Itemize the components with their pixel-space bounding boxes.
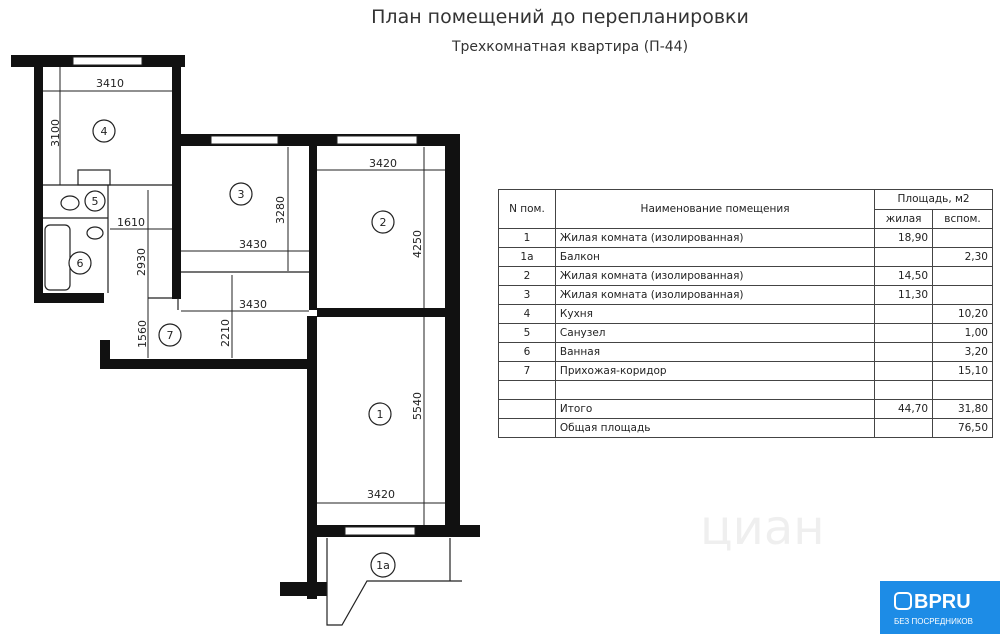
cell-living: 11,30 — [874, 285, 934, 305]
cell-aux: 10,20 — [932, 304, 993, 324]
cell-num: 2 — [498, 266, 556, 286]
cell-name: Жилая комната (изолированная) — [554, 228, 876, 248]
cell-name: Прихожая-коридор — [554, 361, 876, 381]
cell-num: 1 — [498, 228, 556, 248]
cell-num: 3 — [498, 285, 556, 305]
cell-living: 44,70 — [874, 399, 934, 419]
room-label-2: 2 — [380, 216, 387, 229]
bpru-logo[interactable]: BPRU БЕЗ ПОСРЕДНИКОВ — [880, 581, 1000, 634]
cell-living — [874, 342, 934, 362]
table-row — [498, 380, 993, 400]
cell-num: 6 — [498, 342, 556, 362]
partitions — [43, 169, 309, 310]
windows — [72, 56, 418, 536]
cell-aux — [932, 285, 993, 305]
room-label-4: 4 — [101, 125, 108, 138]
room-label-5: 5 — [92, 195, 99, 208]
room-label-7: 7 — [167, 329, 174, 342]
dim-wc-width: 1610 — [117, 216, 145, 229]
cell-name: Кухня — [554, 304, 876, 324]
cell-aux: 3,20 — [932, 342, 993, 362]
dim-hall-depth: 2210 — [219, 319, 232, 347]
dim-hall-small: 1560 — [136, 320, 149, 348]
cell-name: Ванная — [554, 342, 876, 362]
cell-num: 5 — [498, 323, 556, 343]
cell-living — [874, 418, 934, 438]
cell-aux: 1,00 — [932, 323, 993, 343]
logo-tagline: БЕЗ ПОСРЕДНИКОВ — [894, 617, 973, 626]
cell-living — [874, 323, 934, 343]
dim-kitchen-width: 3410 — [96, 77, 124, 90]
cell-num: 7 — [498, 361, 556, 381]
header-name: Наименование помещения — [554, 189, 876, 229]
cell-aux — [932, 266, 993, 286]
dim-room2-width: 3420 — [369, 157, 397, 170]
plan-subtitle: Трехкомнатная квартира (П-44) — [451, 39, 688, 55]
cell-living: 14,50 — [874, 266, 934, 286]
dim-room2-depth: 4250 — [411, 230, 424, 258]
room-label-1: 1 — [377, 408, 384, 421]
cell-num — [498, 418, 556, 438]
dim-room1-depth: 5540 — [411, 392, 424, 420]
dimension-lines — [43, 67, 445, 525]
cell-num: 1а — [498, 247, 556, 267]
header-aux: вспом. — [932, 208, 993, 229]
plan-title: План помещений до перепланировки — [371, 6, 749, 28]
dim-corridor-length: 2930 — [135, 248, 148, 276]
cell-aux: 15,10 — [932, 361, 993, 381]
dim-room3-width: 3430 — [239, 238, 267, 251]
header-num: N пом. — [498, 189, 556, 229]
header-living: жилая — [874, 208, 934, 229]
cell-aux — [932, 228, 993, 248]
dim-kitchen-depth: 3100 — [49, 119, 62, 147]
room-area-table: N пом. Наименование помещения Площадь, м… — [498, 189, 993, 438]
keyhole-icon — [894, 592, 912, 610]
cell-name: Санузел — [554, 323, 876, 343]
cell-living — [874, 380, 934, 400]
table-row: Общая площадь 76,50 — [498, 418, 993, 438]
cell-living — [874, 304, 934, 324]
room-label-3: 3 — [238, 188, 245, 201]
room-label-6: 6 — [77, 257, 84, 270]
room-labels: 4 3 2 5 6 7 1 1а — [68, 119, 396, 578]
dim-room1-width: 3420 — [367, 488, 395, 501]
header-area: Площадь, м2 — [874, 189, 993, 210]
cell-aux — [932, 380, 993, 400]
cell-name: Жилая комната (изолированная) — [554, 285, 876, 305]
cell-name: Итого — [554, 399, 876, 419]
dim-hall-width: 3430 — [239, 298, 267, 311]
cell-num: 4 — [498, 304, 556, 324]
room-label-1a: 1а — [376, 559, 390, 572]
cell-name: Балкон — [554, 247, 876, 267]
cell-name — [554, 380, 876, 400]
cell-living — [874, 361, 934, 381]
cell-living: 18,90 — [874, 228, 934, 248]
dim-room3-depth: 3280 — [274, 196, 287, 224]
cell-num — [498, 380, 556, 400]
cell-num — [498, 399, 556, 419]
cell-name: Жилая комната (изолированная) — [554, 266, 876, 286]
cell-aux: 2,30 — [932, 247, 993, 267]
balcony — [326, 538, 462, 626]
cell-aux: 76,50 — [932, 418, 993, 438]
cell-name: Общая площадь — [554, 418, 876, 438]
logo-name: BPRU — [914, 591, 971, 613]
cell-aux: 31,80 — [932, 399, 993, 419]
watermark: циан — [700, 500, 825, 556]
cell-living — [874, 247, 934, 267]
